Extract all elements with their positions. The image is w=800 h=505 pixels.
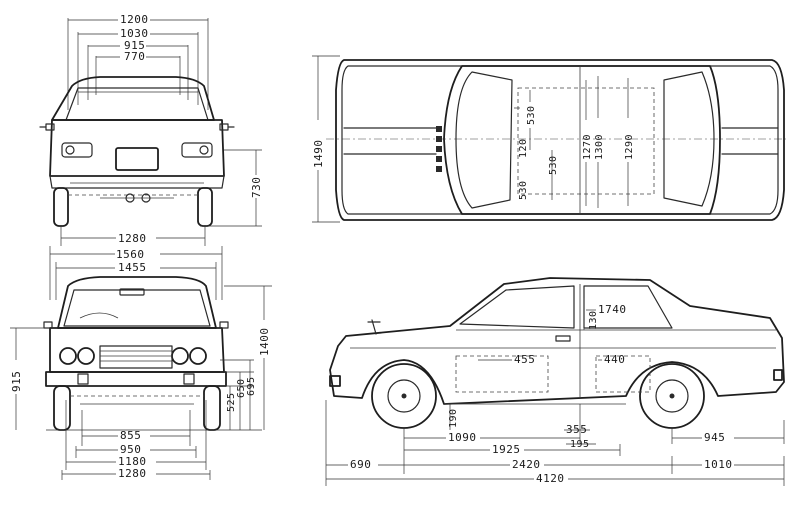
dim-front2-body-width: 1455 [118,261,147,274]
front-view-upper: 1200 1030 915 770 [39,13,263,246]
dim-front-light-height: 730 [250,177,263,198]
side-view: 130 1740 455 440 190 1090 355 945 1925 1… [325,277,785,486]
dim-front2-track: 1280 [118,467,147,480]
front2-lower-dimensions: 855 950 1180 1280 [61,400,211,480]
dim-side-1925: 1925 [492,443,521,456]
dim-side-455: 455 [514,353,535,366]
front2-width-dimensions: 1560 1455 [49,246,223,300]
dim-side-overall-length: 4120 [536,472,565,485]
dim-front2-h695: 695 [246,376,257,396]
front-view-lower: 1560 1455 [10,246,272,480]
dim-front-roof-glass: 770 [124,50,145,63]
dim-front2-w1180: 1180 [118,455,147,468]
top-car-body [335,59,785,221]
top-interior-dimensions: 530 120 530 530 1270 1300 1290 [514,76,635,208]
dim-top-530-c: 530 [548,155,559,175]
dim-front-roof-mid: 1030 [120,27,149,40]
front2-car-body [43,276,229,431]
dim-top-1290: 1290 [624,134,635,160]
dim-front-roof-outer: 1200 [120,13,149,26]
dim-side-rear-overhang: 1010 [704,458,733,471]
dim-front2-height: 1400 [258,328,271,357]
dim-side-195: 195 [570,439,590,450]
dim-front2-h525: 525 [226,392,237,412]
top-view: 1490 530 120 530 [312,55,786,223]
dim-side-130: 130 [588,310,599,330]
front-height-track-dimensions: 730 1280 [60,149,263,246]
dim-side-wheelbase: 2420 [512,458,541,471]
dim-side-945: 945 [704,431,725,444]
dim-front-roof-inner: 915 [124,39,145,52]
dim-side-440: 440 [604,353,625,366]
dim-front2-w950: 950 [120,443,141,456]
dim-side-front-overhang: 690 [350,458,371,471]
front-roof-dimensions: 1200 1030 915 770 [67,13,209,110]
side-main-dimensions: 690 2420 1010 4120 [325,400,785,486]
dim-top-120: 120 [518,138,529,158]
dim-top-1270: 1270 [582,134,593,160]
dim-side-1090: 1090 [448,431,477,444]
front2-height-dimensions: 1400 915 525 650 695 [10,285,272,431]
side-car-body [329,277,785,429]
dim-top-530-b: 530 [518,180,529,200]
dim-side-190: 190 [448,408,459,428]
dim-front2-overall-width: 1560 [116,248,145,261]
dim-front-track: 1280 [118,232,147,245]
dim-side-355: 355 [566,423,587,436]
side-detail-dimensions: 130 1740 455 440 190 1090 355 945 1925 1… [403,298,785,456]
dim-front2-bumper-height: 915 [10,371,23,392]
dim-top-width: 1490 [312,140,325,169]
dim-top-1300: 1300 [594,134,605,160]
dim-top-530-a: 530 [526,105,537,125]
dim-front2-w855: 855 [120,429,141,442]
front-car-body [39,76,235,227]
dim-side-1740: 1740 [598,303,627,316]
dim-front2-h650: 650 [236,378,247,398]
